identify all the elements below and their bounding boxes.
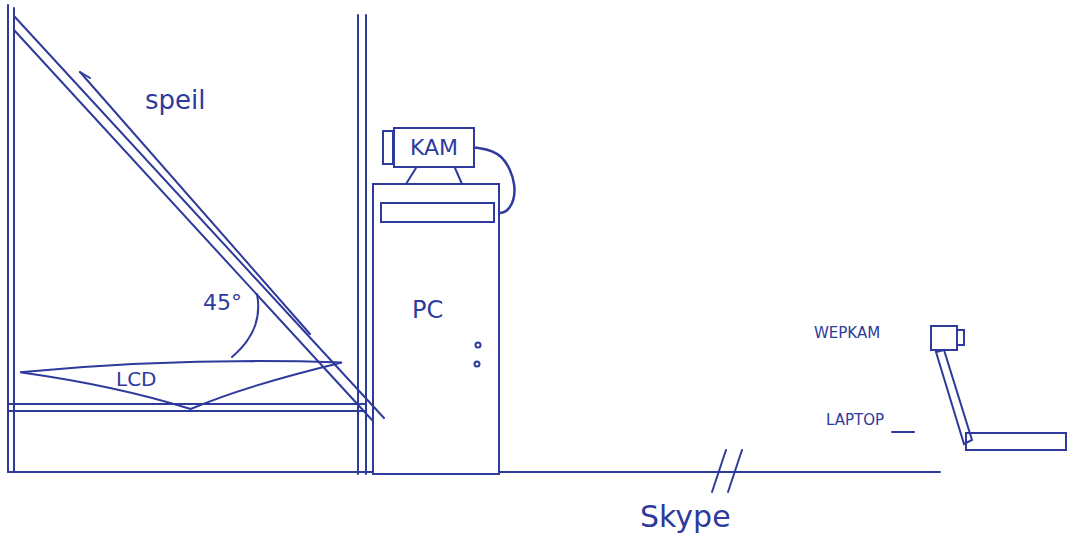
pc-tower: PC	[372, 183, 500, 475]
label-underline	[892, 431, 914, 433]
mirror	[14, 16, 384, 418]
frame-post	[7, 5, 9, 472]
frame-base	[8, 403, 366, 405]
frame-base	[8, 471, 372, 473]
camera-leg	[406, 168, 416, 184]
lcd-panel: LCD	[20, 356, 342, 410]
laptop-screen	[936, 350, 972, 444]
camera-leg	[455, 168, 462, 184]
lcd-outline-path	[20, 361, 342, 409]
webcam-label: WEPKAM	[814, 325, 880, 342]
pc-led	[476, 343, 481, 348]
pc-led	[475, 362, 480, 367]
mirror-back	[80, 72, 90, 78]
laptop-label: LAPTOP	[826, 412, 884, 429]
node-text: KAM	[410, 135, 458, 160]
camera-cable	[475, 148, 514, 214]
camera-lens	[383, 131, 393, 164]
mirror-back	[80, 72, 310, 334]
node-text: PC	[412, 297, 443, 325]
frame-post	[365, 15, 367, 474]
mirror	[14, 30, 372, 420]
webcam-body	[931, 326, 957, 350]
break-mark	[728, 450, 742, 492]
angle-label: 45°	[203, 290, 242, 315]
mirror-label: speil	[145, 86, 206, 116]
network-line	[500, 471, 940, 473]
webcam-lens	[957, 330, 964, 345]
frame-post	[13, 8, 15, 472]
lcd-outline	[20, 356, 342, 410]
laptop-base	[966, 433, 1066, 450]
frame-base	[8, 410, 366, 412]
camera-box: KAM	[393, 127, 475, 168]
network-label: Skype	[640, 500, 731, 535]
node-text: LCD	[116, 368, 157, 391]
break-mark	[712, 450, 726, 492]
drive-slot	[381, 203, 494, 222]
